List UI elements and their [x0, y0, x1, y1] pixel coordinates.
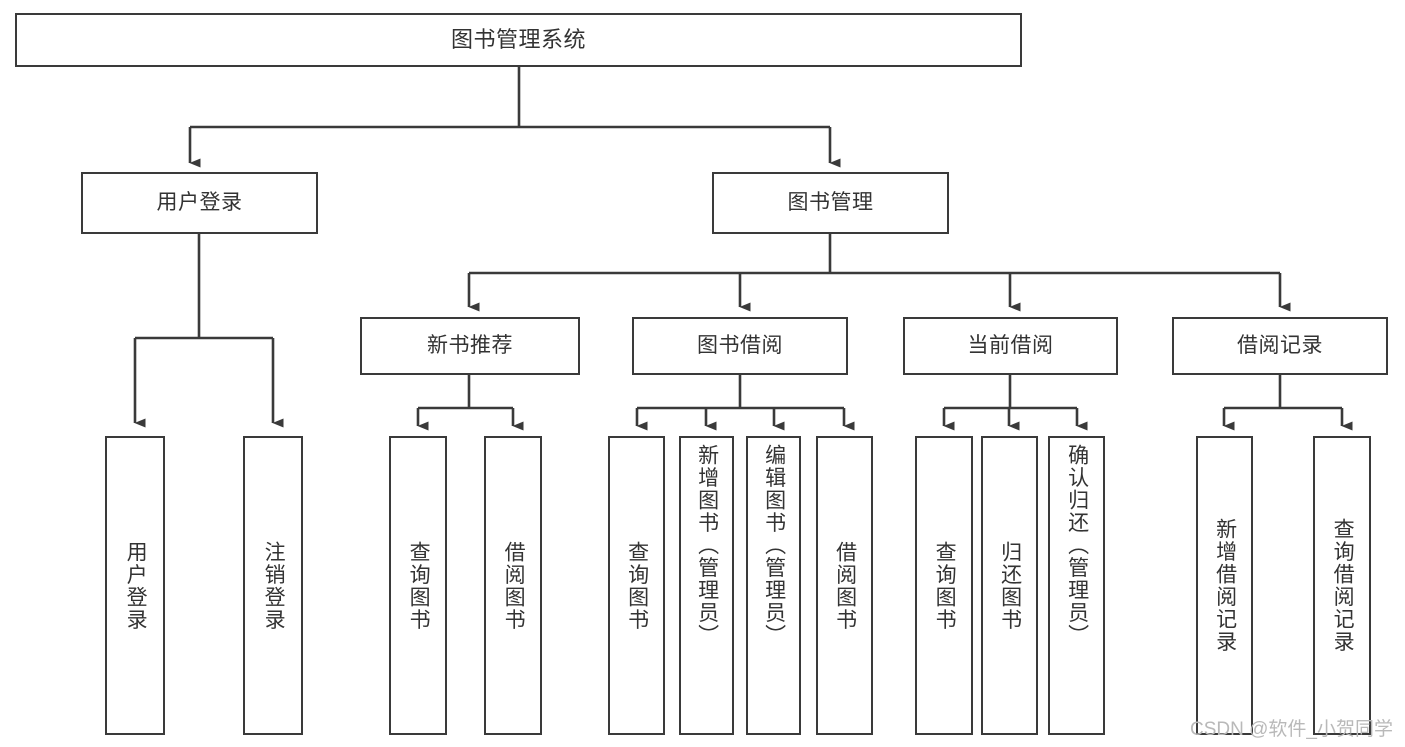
leaf-current-borrow-return-label: 归还图书 — [998, 540, 1022, 631]
leaf-book-borrow-edit[interactable]: 编辑图书（管理员） — [746, 436, 801, 735]
leaf-user-login-signout-label: 注销登录 — [262, 540, 286, 631]
leaf-new-book-query[interactable]: 查询图书 — [389, 436, 447, 735]
node-new-book-recommend[interactable]: 新书推荐 — [360, 317, 580, 375]
node-borrow-record[interactable]: 借阅记录 — [1172, 317, 1388, 375]
leaf-book-borrow-edit-label: 编辑图书（管理员） — [762, 444, 786, 647]
leaf-borrow-record-query-label: 查询借阅记录 — [1331, 518, 1355, 653]
leaf-book-borrow-add[interactable]: 新增图书（管理员） — [679, 436, 734, 735]
leaf-borrow-record-add-label: 新增借阅记录 — [1213, 518, 1237, 653]
node-root-book-management-system[interactable]: 图书管理系统 — [15, 13, 1022, 67]
leaf-book-borrow-add-label: 新增图书（管理员） — [695, 444, 719, 647]
node-book-management[interactable]: 图书管理 — [712, 172, 949, 234]
leaf-current-borrow-confirm-return-label: 确认归还（管理员） — [1065, 444, 1089, 647]
leaf-user-login-signout[interactable]: 注销登录 — [243, 436, 303, 735]
leaf-current-borrow-confirm-return[interactable]: 确认归还（管理员） — [1048, 436, 1105, 735]
node-book-borrow[interactable]: 图书借阅 — [632, 317, 848, 375]
node-root-label: 图书管理系统 — [450, 27, 586, 53]
leaf-new-book-borrow-label: 借阅图书 — [502, 540, 526, 631]
leaf-new-book-borrow[interactable]: 借阅图书 — [484, 436, 542, 735]
leaf-borrow-record-query[interactable]: 查询借阅记录 — [1313, 436, 1371, 735]
leaf-current-borrow-query-label: 查询图书 — [933, 540, 957, 631]
leaf-borrow-record-add[interactable]: 新增借阅记录 — [1196, 436, 1253, 735]
leaf-current-borrow-return[interactable]: 归还图书 — [981, 436, 1038, 735]
leaf-user-login-signin[interactable]: 用户登录 — [105, 436, 165, 735]
node-book-borrow-label: 图书借阅 — [697, 333, 783, 357]
node-current-borrow-label: 当前借阅 — [967, 333, 1054, 357]
node-user-login[interactable]: 用户登录 — [81, 172, 318, 234]
leaf-new-book-query-label: 查询图书 — [407, 540, 431, 631]
leaf-book-borrow-query[interactable]: 查询图书 — [608, 436, 665, 735]
node-current-borrow[interactable]: 当前借阅 — [903, 317, 1118, 375]
leaf-user-login-signin-label: 用户登录 — [124, 540, 148, 631]
leaf-book-borrow-lend[interactable]: 借阅图书 — [816, 436, 873, 735]
node-user-login-label: 用户登录 — [156, 190, 243, 214]
node-book-management-label: 图书管理 — [787, 190, 874, 214]
leaf-current-borrow-query[interactable]: 查询图书 — [915, 436, 973, 735]
leaf-book-borrow-lend-label: 借阅图书 — [833, 540, 857, 631]
leaf-book-borrow-query-label: 查询图书 — [625, 540, 649, 631]
node-new-book-recommend-label: 新书推荐 — [427, 333, 513, 357]
csdn-watermark: CSDN @软件_小贺同学 — [1190, 719, 1393, 740]
node-borrow-record-label: 借阅记录 — [1237, 333, 1323, 357]
